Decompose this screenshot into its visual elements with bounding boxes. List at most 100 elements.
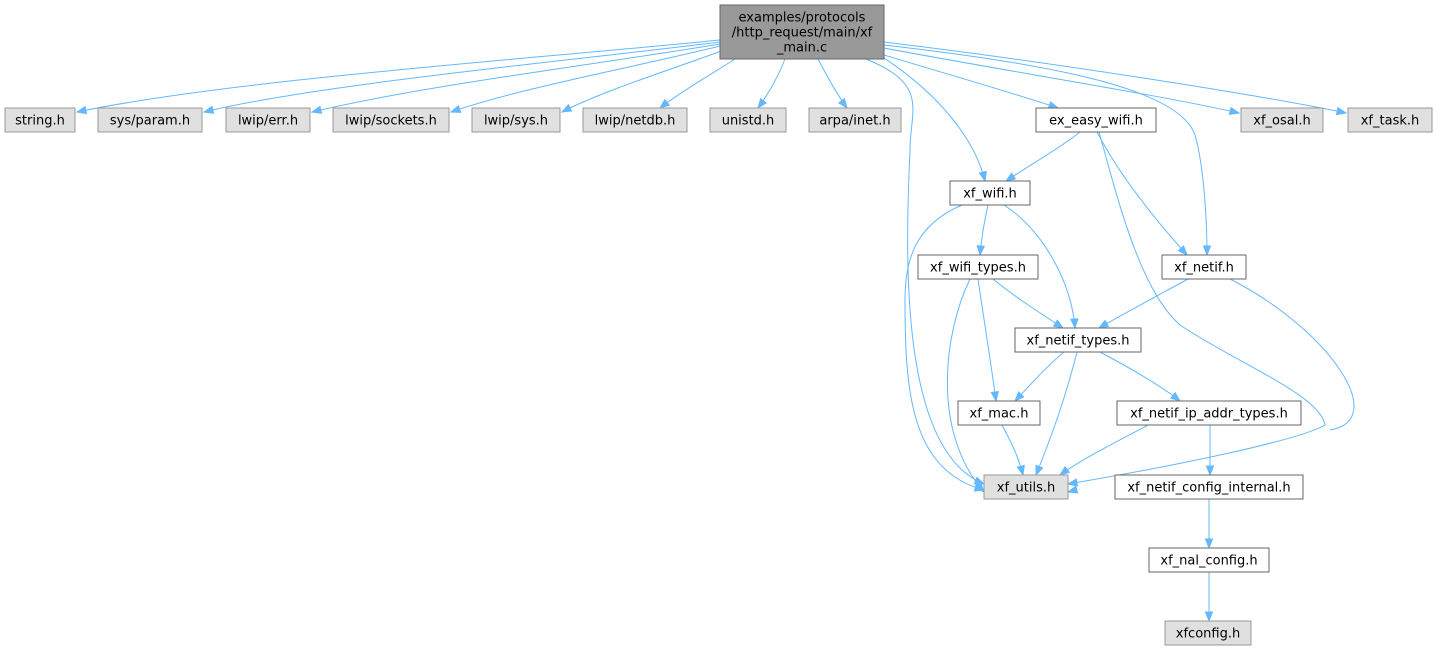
node-wifi[interactable]: xf_wifi.h: [949, 180, 1031, 206]
node-box: [1164, 620, 1252, 646]
edge-line: [1035, 351, 1078, 476]
node-box: [471, 107, 561, 133]
edge-main-to-osal: [883, 47, 1241, 116]
edge-arrowhead: [1205, 465, 1215, 477]
node-cfgint[interactable]: xf_netif_config_internal.h: [1114, 474, 1304, 500]
node-exwifi[interactable]: ex_easy_wifi.h: [1035, 107, 1157, 133]
node-unistd[interactable]: unistd.h: [709, 107, 787, 133]
edge-arrowhead: [1204, 538, 1214, 550]
node-label: string.h: [15, 114, 65, 129]
node-box: [949, 180, 1031, 206]
edge-arrowhead: [1066, 478, 1079, 487]
node-label: xf_netif_config_internal.h: [1127, 481, 1290, 496]
edge-line: [1096, 131, 1188, 256]
node-box: [582, 107, 688, 133]
edge-arrowhead: [1335, 106, 1348, 116]
edge-exwifi-to-netif: [1096, 131, 1188, 257]
node-param[interactable]: sys/param.h: [97, 107, 203, 133]
node-label: lwip/sys.h: [484, 114, 548, 129]
edge-arrowhead: [1016, 464, 1025, 477]
node-netif[interactable]: xf_netif.h: [1161, 254, 1247, 280]
edge-line: [450, 45, 721, 113]
edge-line: [1003, 204, 1076, 329]
edge-arrowhead: [990, 391, 999, 403]
edge-line: [883, 54, 1059, 109]
edge-main-to-param: [202, 41, 721, 114]
edge-main-to-string: [75, 39, 721, 115]
edge-line: [659, 58, 736, 109]
nodes-layer: examples/protocols/http_request/main/xf_…: [4, 4, 1433, 646]
edge-main-to-netdb: [658, 58, 736, 109]
node-ipaddr[interactable]: xf_netif_ip_addr_types.h: [1116, 400, 1302, 426]
node-task[interactable]: xf_task.h: [1347, 107, 1433, 133]
node-box: [4, 107, 76, 133]
edge-main-to-netif: [883, 44, 1212, 257]
edge-arrowhead: [1058, 465, 1071, 476]
node-err[interactable]: lwip/err.h: [225, 107, 311, 133]
edge-netiftypes-to-utils: [1035, 351, 1078, 477]
node-label: arpa/inet.h: [819, 114, 890, 129]
node-box: [1035, 107, 1157, 133]
edge-arrowhead: [1097, 319, 1110, 329]
node-label: xf_task.h: [1361, 114, 1420, 129]
node-sockets[interactable]: lwip/sockets.h: [332, 107, 450, 133]
node-box: [719, 4, 885, 60]
node-label: xf_nal_config.h: [1160, 554, 1257, 569]
edge-arrowhead: [978, 170, 987, 183]
node-sys[interactable]: lwip/sys.h: [471, 107, 561, 133]
edge-arrowhead: [1228, 106, 1241, 116]
node-label: lwip/sockets.h: [345, 114, 437, 129]
edge-arrowhead: [837, 97, 848, 110]
node-main[interactable]: examples/protocols/http_request/main/xf_…: [719, 4, 885, 60]
edge-main-to-inet: [817, 58, 848, 110]
node-utils[interactable]: xf_utils.h: [983, 474, 1069, 500]
edge-arrowhead: [973, 476, 986, 485]
edge-line: [1059, 424, 1149, 476]
node-box: [1114, 474, 1304, 500]
node-nalcfg[interactable]: xf_nal_config.h: [1148, 547, 1270, 573]
node-box: [1240, 107, 1324, 133]
edge-line: [203, 41, 721, 113]
edge-arrowhead: [757, 97, 768, 110]
node-osal[interactable]: xf_osal.h: [1240, 107, 1324, 133]
node-netiftypes[interactable]: xf_netif_types.h: [1014, 327, 1142, 353]
node-label: sys/param.h: [110, 114, 190, 129]
edge-arrowhead: [1035, 464, 1044, 477]
edge-wifi-to-wifitypes: [976, 204, 989, 257]
node-label: lwip/err.h: [238, 114, 298, 129]
edge-arrowhead: [1204, 611, 1214, 623]
node-box: [97, 107, 203, 133]
node-wifitypes[interactable]: xf_wifi_types.h: [917, 254, 1039, 280]
edge-mac-to-utils: [1001, 424, 1025, 477]
edge-arrowhead: [658, 98, 671, 109]
edge-line: [883, 41, 1347, 114]
edge-arrowhead: [1177, 245, 1188, 257]
edges-layer: [75, 39, 1355, 623]
node-inet[interactable]: arpa/inet.h: [808, 107, 902, 133]
node-label: ex_easy_wifi.h: [1049, 114, 1143, 129]
node-box: [1347, 107, 1433, 133]
node-netdb[interactable]: lwip/netdb.h: [582, 107, 688, 133]
node-label: xf_netif_types.h: [1027, 334, 1130, 349]
edge-netiftypes-to-mac: [1014, 351, 1065, 403]
edge-arrowhead: [202, 105, 215, 114]
edge-line: [1067, 131, 1326, 485]
edge-arrowhead: [1047, 100, 1060, 110]
edge-main-to-task: [883, 41, 1348, 116]
edge-arrowhead: [974, 482, 985, 494]
edge-line: [561, 49, 725, 113]
node-mac[interactable]: xf_mac.h: [957, 400, 1041, 426]
edge-ipaddr-to-cfgint: [1205, 425, 1215, 477]
edge-main-to-sockets: [449, 45, 721, 113]
node-label: xf_wifi.h: [963, 187, 1017, 202]
node-box: [808, 107, 902, 133]
edge-main-to-sys: [560, 49, 725, 113]
edge-line: [311, 43, 721, 113]
edge-arrowhead: [976, 245, 986, 257]
node-xfconfig[interactable]: xfconfig.h: [1164, 620, 1252, 646]
node-string[interactable]: string.h: [4, 107, 76, 133]
edge-line: [946, 278, 985, 493]
edge-wifitypes-to-mac: [977, 278, 999, 403]
node-box: [1161, 254, 1247, 280]
